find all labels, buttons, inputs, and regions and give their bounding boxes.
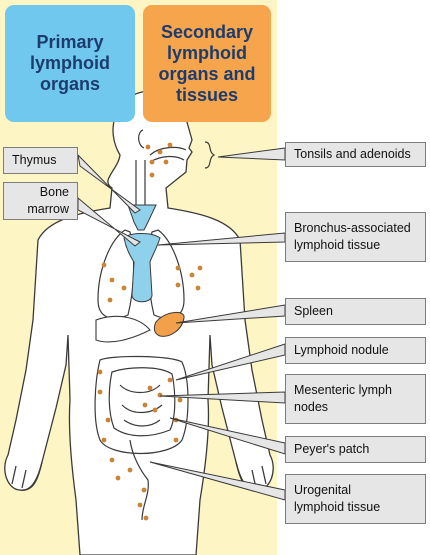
- leader-lines: [77, 147, 286, 501]
- secondary-header-line: lymphoid: [166, 42, 247, 63]
- secondary-header-line: tissues: [175, 84, 239, 105]
- bone-marrow-leader: [77, 196, 141, 247]
- lymph-node-dots: [97, 142, 203, 521]
- secondary-header-line: organs and: [158, 63, 256, 84]
- tonsils-label: Tonsils and adenoids: [285, 142, 426, 167]
- peyers-patch-label: Peyer's patch: [285, 436, 426, 463]
- secondary-header-line: Secondary: [160, 21, 254, 42]
- tonsils-bracket: [204, 141, 216, 169]
- lymphoid-nodule-label: Lymphoid nodule: [285, 337, 426, 364]
- tonsils-label-text: Tonsils and adenoids: [294, 147, 411, 161]
- lymphoid-nodule-label-text: Lymphoid nodule: [294, 343, 389, 357]
- mesenteric-lymph-nodes-label: Mesenteric lymph nodes: [285, 374, 426, 424]
- primary-header-line: lymphoid: [30, 53, 110, 73]
- mesenteric-label-text: Mesenteric lymph nodes: [294, 383, 392, 414]
- intestines: [94, 355, 189, 521]
- primary-header-line: Primary: [36, 32, 104, 52]
- peyers-patch-label-text: Peyer's patch: [294, 442, 370, 456]
- spleen-label-text: Spleen: [294, 304, 333, 318]
- thymus-label-text: Thymus: [12, 153, 57, 167]
- ear: [138, 129, 145, 149]
- bronchus-label: Bronchus-associated lymphoid tissue: [285, 212, 426, 262]
- urogenital-label-text: Urogenital lymphoid tissue: [294, 483, 381, 514]
- bone-marrow-shape: [123, 233, 161, 303]
- liver: [95, 315, 151, 343]
- left-hand: [11, 461, 43, 491]
- urogenital-lymphoid-tissue-label: Urogenital lymphoid tissue: [285, 474, 426, 524]
- bone-marrow-label-text: Bone marrow: [27, 185, 69, 216]
- thymus-label: Thymus: [3, 147, 78, 174]
- spleen-shape: [153, 312, 185, 337]
- primary-header-line: organs: [39, 74, 100, 94]
- bone-marrow-label: Bone marrow: [3, 182, 78, 220]
- thymus-leader: [77, 153, 141, 214]
- spleen-label: Spleen: [285, 298, 426, 325]
- bronchus-label-text: Bronchus-associated lymphoid tissue: [294, 221, 411, 252]
